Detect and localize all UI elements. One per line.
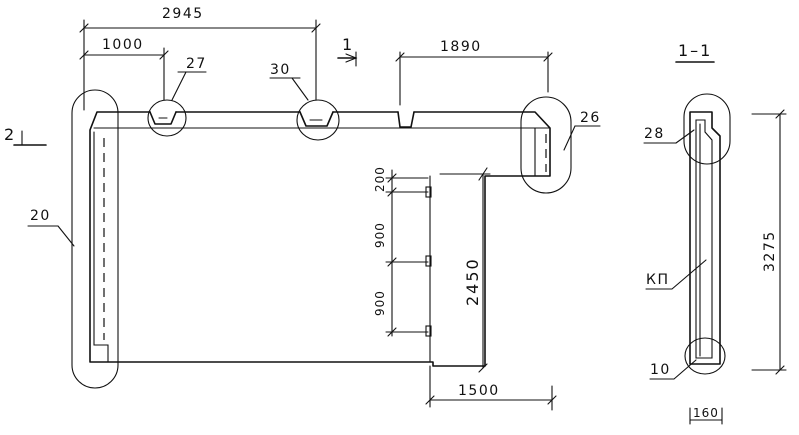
panel-outline xyxy=(89,111,551,367)
cut-mark-2: 2 xyxy=(4,125,16,144)
callout-20: 20 xyxy=(30,208,51,224)
detail-circles xyxy=(71,89,572,389)
section-title: 1–1 xyxy=(678,41,712,60)
callout-10: 10 xyxy=(650,362,671,378)
callout-26: 26 xyxy=(580,110,601,126)
callout-28: 28 xyxy=(644,126,665,142)
leader-lines xyxy=(27,71,707,380)
detail-circle-30 xyxy=(296,99,340,141)
callout-27: 27 xyxy=(186,56,207,72)
detail-circle-27 xyxy=(147,99,187,137)
dim-1890: 1890 xyxy=(440,39,482,55)
dim-900-b: 900 xyxy=(373,290,387,316)
dim-160: 160 xyxy=(693,406,719,420)
section-detail-10 xyxy=(684,337,726,375)
section-mark-labels: 1 2 1–1 xyxy=(4,35,712,144)
dim-900-a: 900 xyxy=(373,222,387,248)
cut-mark-1: 1 xyxy=(342,35,354,54)
detail-oval-26 xyxy=(520,96,572,194)
detail-oval-20 xyxy=(71,89,119,389)
callout-kp: КП xyxy=(646,272,669,288)
dim-1500: 1500 xyxy=(458,383,500,399)
dim-2945: 2945 xyxy=(162,6,204,22)
section-1-1 xyxy=(675,61,787,425)
dim-1000: 1000 xyxy=(102,37,144,53)
callout-labels: 27 30 26 20 28 КП 10 xyxy=(30,56,671,378)
dimension-labels: 2945 1000 1890 1500 2450 200 900 900 327… xyxy=(102,6,778,420)
dim-3275: 3275 xyxy=(762,230,778,272)
top-grooves xyxy=(149,111,415,128)
dim-2450: 2450 xyxy=(463,257,482,306)
dim-200: 200 xyxy=(373,166,387,192)
section-detail-28 xyxy=(683,93,731,165)
dimension-lines xyxy=(13,19,557,411)
callout-30: 30 xyxy=(270,62,291,78)
